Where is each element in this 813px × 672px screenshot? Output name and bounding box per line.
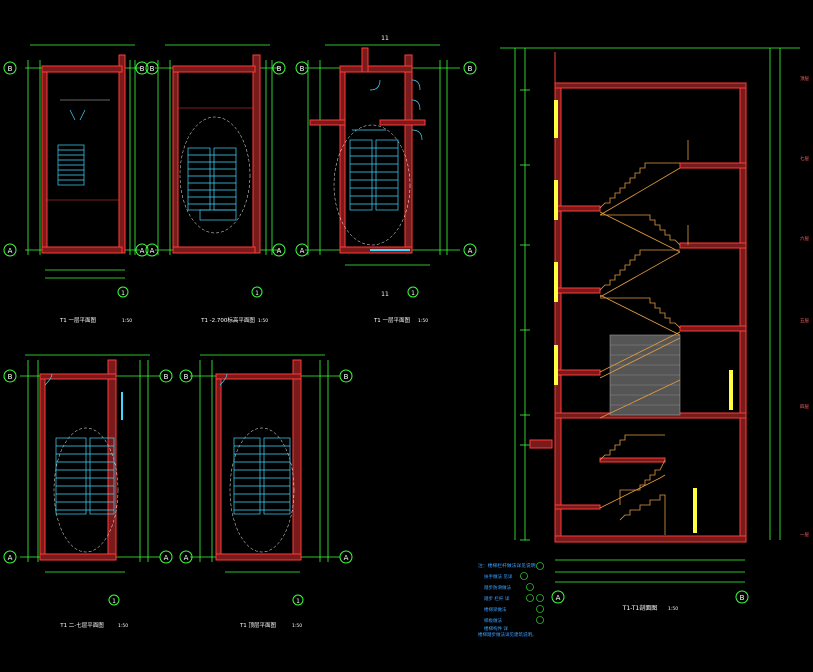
axis-label-top: B (8, 65, 13, 73)
section-mark-top: 11 (381, 35, 389, 42)
plan-bottom-2: B B A A 1 T1 顶层平面图 1:50 (179, 354, 353, 629)
svg-text:A: A (150, 247, 155, 255)
svg-text:B: B (184, 373, 189, 381)
note-line: 踏步防滑做法 (484, 584, 511, 591)
axis-bubble-top (3, 61, 17, 75)
plan-scale: 1:50 (258, 318, 268, 324)
svg-text:1: 1 (255, 290, 259, 297)
note-line: 梯板做法 (484, 617, 502, 624)
svg-text:A: A (8, 247, 13, 255)
svg-text:1: 1 (121, 290, 125, 297)
level-label: 四层 (800, 404, 809, 410)
svg-text:A: A (300, 247, 305, 255)
plan-title: T1 一层平面图 (59, 316, 97, 324)
section-title: T1-T1剖面图 (622, 604, 658, 612)
note-line: 楼梯梁做法 (484, 606, 507, 613)
level-label: 一层 (800, 532, 809, 538)
note-line: 楼梯踏步做法详见建筑说明。 (478, 631, 537, 638)
plan-top-3: 11 11 B B A A 1 T1 一层平面图 1:50 (295, 35, 477, 324)
plan-scale: 1:50 (118, 623, 128, 629)
note-line: 扶手做法 见详 (484, 573, 513, 580)
plan-title: T1 二-七层平面图 (59, 621, 104, 629)
svg-text:A: A (277, 247, 282, 255)
level-label: 六层 (800, 235, 809, 242)
section-scale: 1:50 (668, 606, 678, 612)
svg-text:A: A (556, 594, 561, 602)
plan-title: T1 -2.700标高平面图 (200, 316, 255, 324)
svg-text:B: B (140, 65, 145, 73)
plan-scale: 1:50 (292, 623, 302, 629)
plan-title: T1 顶层平面图 (239, 621, 277, 629)
svg-text:B: B (468, 65, 473, 73)
svg-text:A: A (344, 554, 349, 562)
plan-scale: 1:50 (418, 318, 428, 324)
svg-text:1: 1 (296, 598, 300, 605)
svg-text:B: B (164, 373, 169, 381)
level-label: 五层 (800, 318, 809, 324)
svg-text:B: B (150, 65, 155, 73)
plan-scale: 1:50 (122, 318, 132, 324)
svg-text:A: A (8, 554, 13, 562)
plan-top-2: B B A A 1 T1 -2.700标高平面图 1:50 (145, 44, 286, 324)
svg-text:A: A (164, 554, 169, 562)
section-view: A B 顶层 七层 六层 五层 四层 一层 T1-T1剖面图 1:50 (500, 47, 809, 612)
notes-block: 注：楼梯栏杆做法详见说明 扶手做法 见详 踏步防滑做法 踏步 栏杆 详 楼梯梁做… (478, 562, 544, 638)
plan-title: T1 一层平面图 (373, 316, 411, 324)
plan-top-1: B B A A 1 T1 一层平面图 1:50 (3, 44, 149, 324)
notes-heading: 注：楼梯栏杆做法详见说明 (478, 562, 536, 569)
section-mark-bottom: 11 (381, 291, 389, 298)
axis-bubble-bottom (3, 243, 17, 257)
note-line: 踏步 栏杆 详 (484, 595, 510, 602)
level-label: 顶层 (800, 76, 809, 82)
svg-text:1: 1 (112, 598, 116, 605)
plan-bottom-1: B B A A 1 T1 二-七层平面图 1:50 (3, 354, 173, 629)
svg-text:1: 1 (411, 290, 415, 297)
svg-text:A: A (468, 247, 473, 255)
svg-text:A: A (140, 247, 145, 255)
note-line: 楼梯构件 详 (484, 625, 508, 632)
svg-text:B: B (8, 373, 13, 381)
svg-text:B: B (740, 594, 745, 602)
level-label: 七层 (800, 155, 809, 162)
svg-text:B: B (344, 373, 349, 381)
svg-text:B: B (300, 65, 305, 73)
svg-text:B: B (277, 65, 282, 73)
svg-text:A: A (184, 554, 189, 562)
